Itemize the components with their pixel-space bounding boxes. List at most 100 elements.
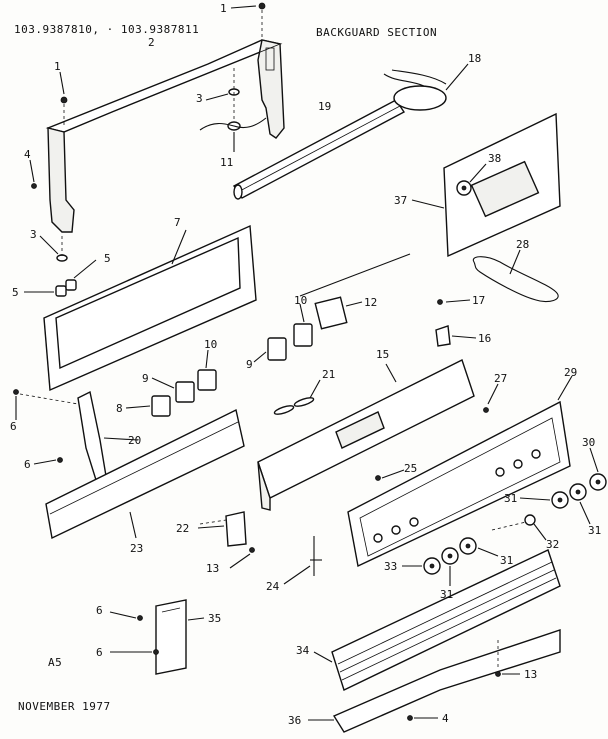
part-6-screw-lower	[33, 457, 63, 465]
part-3-washer-left	[39, 235, 68, 262]
part-2-backguard-frame	[45, 39, 285, 233]
model-numbers: 103.9387810, · 103.9387811	[14, 23, 199, 36]
part-34-grille-trim	[313, 549, 561, 691]
callout-label: 19	[318, 100, 331, 113]
callout-label: 30	[582, 436, 595, 449]
part-4-screw-bottom	[407, 715, 438, 721]
part-25-screw	[375, 469, 405, 481]
callout-label: 15	[376, 348, 389, 361]
part-31-knob-c	[459, 537, 499, 557]
part-33-knob	[402, 557, 441, 575]
wire-lead	[299, 253, 411, 297]
part-13-screw-upper	[229, 547, 255, 569]
callout-label: 11	[220, 156, 233, 169]
callout-label: 31	[588, 524, 601, 537]
part-10-switch-lower	[197, 349, 217, 391]
callout-label: 1	[54, 60, 61, 73]
page-code: A5	[48, 656, 62, 669]
callout-label: 10	[294, 294, 307, 307]
callout-label: 12	[364, 296, 377, 309]
part-31-knob-d	[441, 547, 459, 586]
part-18-lamp-socket	[383, 63, 469, 111]
part-6-screw-upper	[13, 389, 19, 420]
callout-label: 31	[440, 588, 453, 601]
part-7-window-panel	[43, 224, 257, 392]
part-21-fuses	[273, 379, 321, 415]
callout-label: 13	[206, 562, 219, 575]
callout-label: 9	[142, 372, 149, 385]
part-9-switch-upper	[253, 337, 287, 363]
callout-labels: 1 2 1 3 4 11 18 19 38 37 7 3 5 5 28 17 1…	[10, 2, 601, 727]
part-12-relay	[314, 296, 363, 330]
part-1-screw-left	[59, 71, 68, 128]
part-35-mounting-bracket	[155, 599, 205, 675]
callout-label: 33	[384, 560, 397, 573]
callout-label: 37	[394, 194, 407, 207]
callout-label: 27	[494, 372, 507, 385]
part-4-screw-side	[29, 159, 37, 189]
part-9-switch-lower	[151, 377, 195, 403]
callout-label: 3	[30, 228, 37, 241]
callout-label: 8	[116, 402, 123, 415]
part-11-wire-clip	[199, 117, 267, 152]
callout-label: 28	[516, 238, 529, 251]
callout-label: 18	[468, 52, 481, 65]
callout-label: 17	[472, 294, 485, 307]
callout-label: 1	[220, 2, 227, 15]
part-19-fluorescent-tube	[232, 99, 406, 200]
part-17-screw	[437, 299, 471, 305]
part-22-cover-plate	[197, 511, 247, 547]
part-23-lower-trim	[45, 408, 245, 540]
section-title: BACKGUARD SECTION	[316, 26, 437, 39]
callout-label: 36	[288, 714, 301, 727]
callout-label: 6	[24, 458, 31, 471]
callout-label: 25	[404, 462, 417, 475]
callout-label: 29	[564, 366, 577, 379]
callout-label: 31	[504, 492, 517, 505]
callout-label: 34	[296, 644, 310, 657]
callout-label: 21	[322, 368, 335, 381]
callout-label: 31	[500, 554, 513, 567]
part-8-switch	[125, 395, 171, 417]
part-10-switch-upper	[293, 303, 313, 347]
callout-label: 5	[12, 286, 19, 299]
callout-label: 10	[204, 338, 217, 351]
callout-label: 6	[10, 420, 17, 433]
callout-label: 9	[246, 358, 253, 371]
part-31-knob-b	[519, 491, 591, 525]
part-3-washer-top	[205, 68, 240, 122]
callout-label: 23	[130, 542, 143, 555]
part-31-knob-a	[569, 483, 587, 501]
part-16-bracket-clip	[435, 325, 477, 347]
callout-label: 4	[442, 712, 449, 725]
part-38-knob	[456, 163, 487, 196]
part-29-control-panel	[347, 375, 573, 568]
callout-label: 16	[478, 332, 491, 345]
part-1-screw-top	[230, 2, 266, 40]
callout-label: 3	[196, 92, 203, 105]
callout-label: 5	[104, 252, 111, 265]
part-27-screw	[483, 383, 499, 413]
callout-label: 38	[488, 152, 501, 165]
part-32-knob-insert	[491, 514, 547, 541]
part-28-wire-harness	[472, 249, 559, 303]
callout-label: 35	[208, 612, 221, 625]
callout-label: 6	[96, 646, 103, 659]
callout-label: 13	[524, 668, 537, 681]
callout-label: 24	[266, 580, 280, 593]
callout-label: 22	[176, 522, 189, 535]
callout-label: 4	[24, 148, 31, 161]
callout-label: 20	[128, 434, 141, 447]
part-36-bottom-strip	[308, 629, 561, 733]
part-15-control-bracket	[257, 359, 475, 511]
callout-label: 7	[174, 216, 181, 229]
part-24-rod	[283, 536, 322, 585]
print-date: NOVEMBER 1977	[18, 700, 111, 713]
part-30-knob	[589, 447, 607, 491]
part-37-back-panel	[411, 112, 561, 258]
callout-label: 2	[148, 36, 155, 49]
part-13-screw-lower	[495, 640, 520, 677]
part-6-screw-bracket-b	[110, 649, 159, 655]
